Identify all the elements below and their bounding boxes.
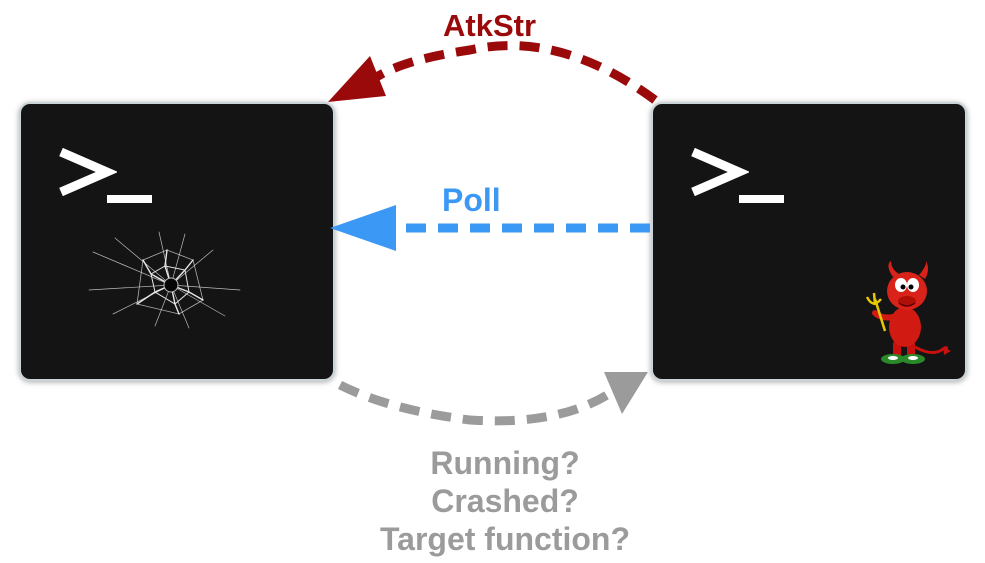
status-question-running: Running? xyxy=(430,445,580,481)
atkstr-label: AtkStr xyxy=(443,8,537,43)
terminal-prompt-icon xyxy=(691,147,749,197)
status-question-target-function: Target function? xyxy=(379,521,631,557)
prompt-cursor xyxy=(107,195,152,203)
cracked-glass-icon xyxy=(88,231,241,329)
terminal-prompt-icon xyxy=(59,147,117,197)
fuzzer-terminal-window xyxy=(653,104,965,379)
status-question-crashed: Crashed? xyxy=(431,483,579,519)
prompt-cursor xyxy=(739,195,784,203)
status-arrow xyxy=(337,372,648,426)
freebsd-daemon-icon xyxy=(865,261,951,364)
poll-arrow xyxy=(330,205,650,251)
poll-label: Poll xyxy=(442,182,501,218)
target-terminal-window xyxy=(21,104,333,379)
atkstr-arrow xyxy=(328,41,658,104)
